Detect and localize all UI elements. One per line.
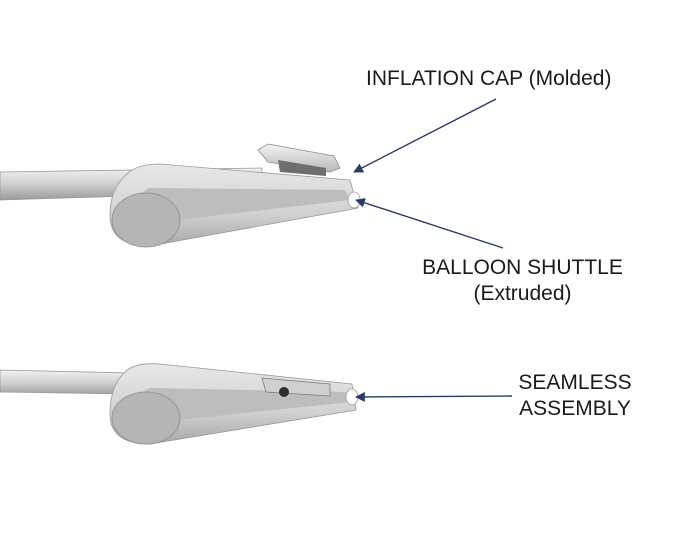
assembled-end-face [111,391,181,445]
assembled-view [0,363,359,445]
label-seamless-assembly: SEAMLESS ASSEMBLY [505,370,645,422]
label-inflation-cap-text: INFLATION CAP (Molded) [366,67,612,90]
assembled-channel [138,388,350,422]
arrow-balloon-shuttle [355,198,504,249]
assembled-cap [261,377,331,397]
shuttle-channel [138,188,350,222]
inflation-cap-body [278,160,326,176]
label-balloon-shuttle-line1: BALLOON SHUTTLE [422,256,623,279]
shuttle-end-face [111,192,181,248]
label-seamless-line1: SEAMLESS [518,371,632,394]
arrow-inflation-cap [353,98,497,173]
label-balloon-shuttle-line2: (Extruded) [473,282,572,305]
exploded-view [0,143,361,248]
label-seamless-line2: ASSEMBLY [519,397,631,420]
assembled-cap-port [279,387,289,397]
label-inflation-cap: INFLATION CAP (Molded) [366,66,611,92]
arrow-seamless-assembly [355,392,513,402]
inflation-cap-part [257,143,341,173]
label-balloon-shuttle: BALLOON SHUTTLE (Extruded) [400,255,645,307]
